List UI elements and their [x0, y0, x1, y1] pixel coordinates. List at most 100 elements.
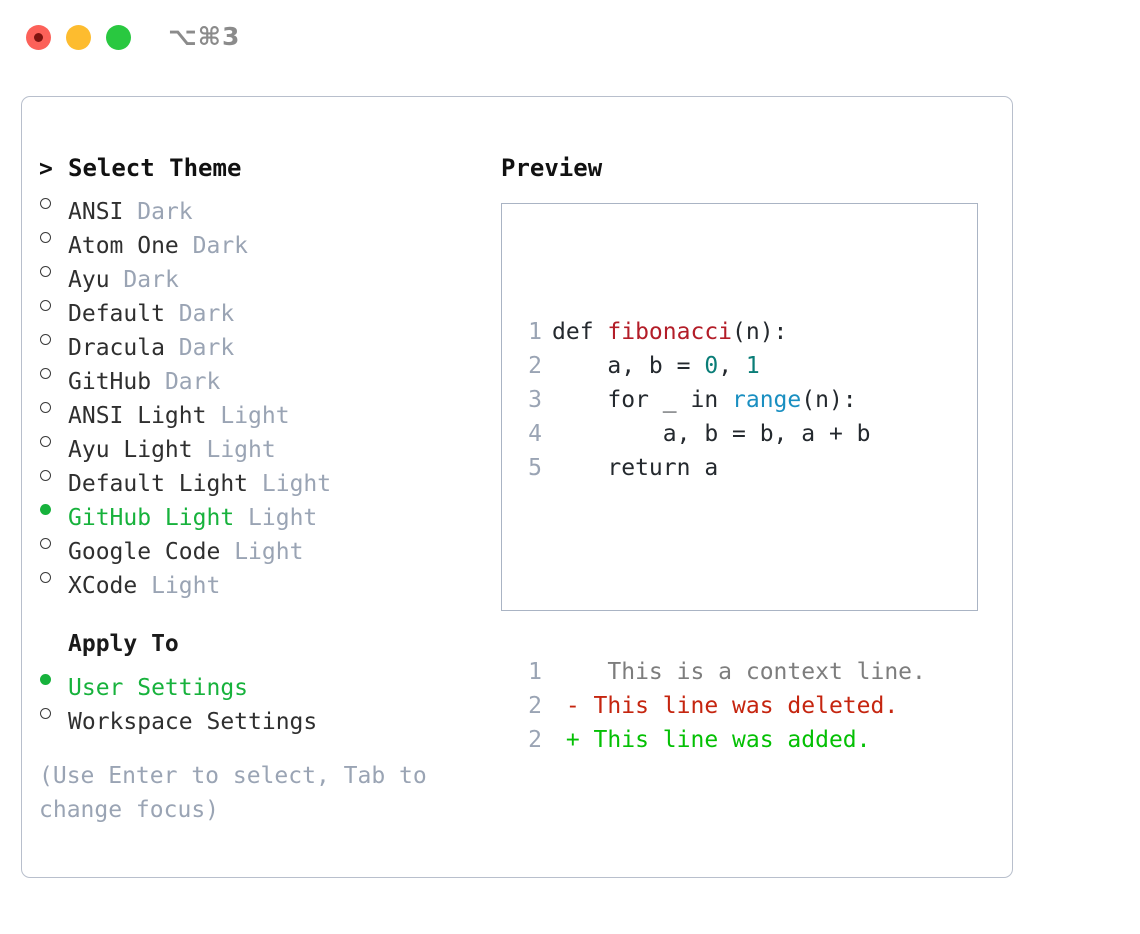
theme-name: Default	[68, 301, 165, 327]
theme-variant-badge: Dark	[137, 199, 193, 225]
diff-line-text: - This line was deleted.	[552, 693, 899, 719]
radio-unselected-icon[interactable]	[39, 355, 68, 389]
traffic-lights	[26, 25, 131, 50]
radio-selected-icon[interactable]	[39, 661, 68, 695]
theme-gap	[165, 297, 179, 331]
radio-unselected-icon[interactable]	[39, 423, 68, 457]
radio-unselected-icon[interactable]	[39, 695, 68, 729]
theme-list-item[interactable]: Default Light Light	[39, 457, 489, 497]
theme-name: Dracula	[68, 335, 165, 361]
theme-variant-badge: Light	[234, 539, 304, 565]
theme-variant-badge: Dark	[192, 233, 249, 259]
theme-gap	[220, 535, 234, 569]
theme-list-item[interactable]: GitHub Light Light	[39, 491, 489, 531]
theme-variant-badge: Dark	[178, 301, 235, 327]
apply-to-option-label: Workspace Settings	[68, 709, 318, 735]
theme-list-item[interactable]: ANSI Light Light	[39, 389, 489, 429]
prompt-caret-icon: >	[39, 156, 53, 182]
theme-variant-badge: Light	[220, 403, 290, 429]
keyboard-hint-line1: (Use Enter to select, Tab to	[39, 763, 427, 789]
theme-variant-badge: Light	[206, 437, 276, 463]
theme-gap	[234, 501, 248, 535]
diff-line-text: + This line was added.	[552, 727, 871, 753]
code-token-func: fibonacci	[607, 319, 733, 345]
line-number: 2	[528, 353, 542, 379]
theme-list-item[interactable]: Default Dark	[39, 287, 489, 327]
preview-header: Preview	[501, 151, 991, 185]
theme-gap	[193, 433, 207, 467]
line-number: 3	[528, 387, 542, 413]
theme-gap	[179, 229, 193, 263]
code-line: 3 for _ in range(n):	[520, 383, 926, 417]
code-line: 5 return a	[520, 451, 926, 485]
theme-variant-badge: Dark	[123, 267, 179, 293]
diff-line: 1 This is a context line.	[520, 655, 926, 689]
theme-variant-badge: Light	[261, 471, 332, 497]
radio-unselected-icon[interactable]	[39, 219, 68, 253]
theme-name: Ayu Light	[68, 437, 193, 463]
theme-list-item[interactable]: Ayu Light Light	[39, 423, 489, 463]
diff-line-text: This is a context line.	[552, 659, 926, 685]
code-line: 4 a, b = b, a + b	[520, 417, 926, 451]
maximize-button[interactable]	[106, 25, 131, 50]
theme-name: Google Code	[68, 539, 221, 565]
theme-gap	[151, 365, 165, 399]
radio-unselected-icon[interactable]	[39, 457, 68, 491]
theme-variant-badge: Light	[151, 573, 221, 599]
radio-unselected-icon[interactable]	[39, 559, 68, 593]
keyboard-hint: (Use Enter to select, Tab to change focu…	[39, 759, 449, 827]
theme-list-item[interactable]: Dracula Dark	[39, 321, 489, 361]
radio-unselected-icon[interactable]	[39, 287, 68, 321]
code-token-num: 1	[745, 353, 760, 379]
theme-name: Default Light	[68, 471, 249, 497]
theme-name: XCode	[68, 573, 138, 599]
theme-variant-badge: Dark	[164, 369, 221, 395]
theme-name: GitHub	[68, 369, 152, 395]
apply-to-option[interactable]: User Settings	[39, 661, 489, 701]
theme-list-item[interactable]: GitHub Dark	[39, 355, 489, 395]
theme-gap	[165, 331, 179, 365]
theme-list-item[interactable]: ANSI Dark	[39, 185, 489, 225]
line-number: 5	[528, 455, 542, 481]
apply-to-header: Apply To	[39, 627, 489, 661]
code-token-builtin: range	[732, 387, 802, 413]
theme-list-item[interactable]: Google Code Light	[39, 525, 489, 565]
theme-gap	[137, 569, 151, 603]
diff-line-number: 1	[528, 659, 542, 685]
apply-to-option[interactable]: Workspace Settings	[39, 695, 489, 735]
radio-unselected-icon[interactable]	[39, 389, 68, 423]
radio-unselected-icon[interactable]	[39, 253, 68, 287]
line-number: 1	[528, 319, 542, 345]
code-token-plain: a, b =	[552, 353, 705, 379]
theme-picker-header: > Select Theme	[39, 151, 489, 185]
theme-name: Atom One	[68, 233, 179, 259]
titlebar: ⌥⌘3	[0, 0, 1140, 78]
preview-title: Preview	[501, 154, 603, 182]
code-token-plain: for _ in	[552, 387, 733, 413]
theme-name: Ayu	[68, 267, 110, 293]
code-token-plain: return a	[552, 455, 719, 481]
theme-list-item[interactable]: Atom One Dark	[39, 219, 489, 259]
theme-gap	[248, 467, 262, 501]
radio-unselected-icon[interactable]	[39, 321, 68, 355]
code-token-plain: a, b = b, a + b	[552, 421, 871, 447]
keyboard-shortcut-label: ⌥⌘3	[168, 22, 241, 51]
theme-list-item[interactable]: XCode Light	[39, 559, 489, 599]
apply-to-header-marker	[39, 627, 68, 661]
keyboard-hint-line2: change focus)	[39, 797, 220, 823]
radio-selected-icon[interactable]	[39, 491, 68, 525]
code-token-plain: ,	[718, 353, 746, 379]
minimize-button[interactable]	[66, 25, 91, 50]
theme-list-item[interactable]: Ayu Dark	[39, 253, 489, 293]
code-token-plain: (n):	[801, 387, 857, 413]
theme-gap	[110, 263, 124, 297]
close-button[interactable]	[26, 25, 51, 50]
theme-name: GitHub Light	[68, 505, 235, 531]
radio-unselected-icon[interactable]	[39, 185, 68, 219]
radio-unselected-icon[interactable]	[39, 525, 68, 559]
code-token-num: 0	[704, 353, 719, 379]
